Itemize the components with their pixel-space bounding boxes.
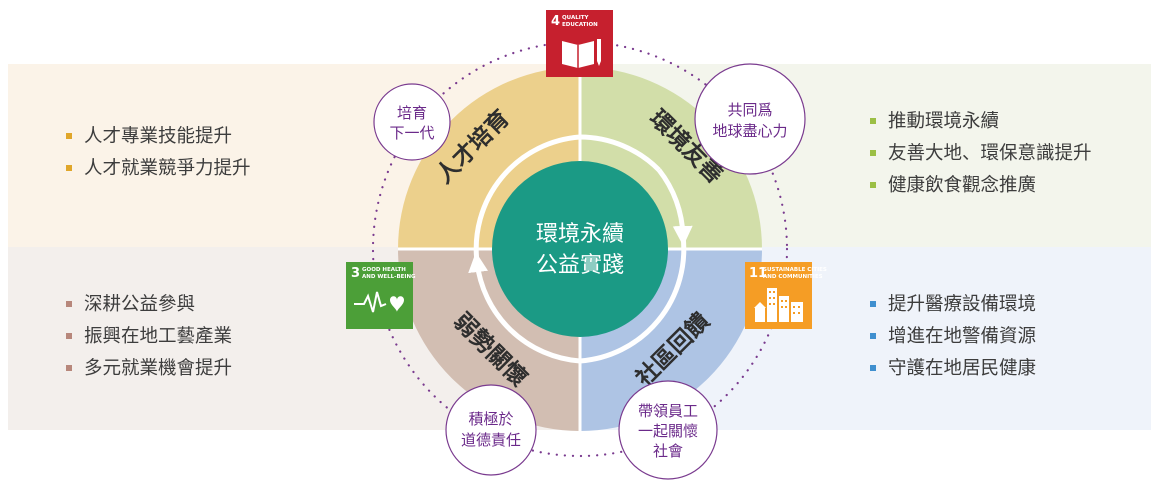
list-item: 提升醫療設備環境 [870, 289, 1036, 321]
svg-text:EDUCATION: EDUCATION [562, 22, 598, 28]
svg-text:社會: 社會 [653, 442, 683, 460]
environment-list: 推動環境永續 友善大地、環保意識提升 健康飲食觀念推廣 [870, 106, 1092, 202]
svg-text:SUSTAINABLE CITIES: SUSTAINABLE CITIES [763, 267, 827, 273]
talent-list: 人才專業技能提升 人才就業競爭力提升 [66, 121, 251, 185]
cycle-ring-top-right [579, 134, 661, 172]
bullet-icon [66, 333, 72, 339]
svg-text:GOOD HEALTH: GOOD HEALTH [362, 267, 406, 273]
center-line-2: 公益實踐 [536, 253, 624, 278]
bullet-icon [870, 301, 876, 307]
bullet-icon [870, 333, 876, 339]
svg-text:道德責任: 道德責任 [461, 431, 521, 449]
svg-text:培育: 培育 [397, 104, 427, 122]
list-item: 振興在地工藝產業 [66, 321, 232, 353]
svg-text:下一代: 下一代 [389, 124, 434, 142]
svg-text:4: 4 [551, 14, 560, 29]
bullet-icon [870, 182, 876, 188]
bullet-icon [870, 118, 876, 124]
svg-text:3: 3 [351, 266, 360, 281]
svg-text:AND COMMUNITIES: AND COMMUNITIES [763, 274, 823, 280]
list-item: 人才就業競爭力提升 [66, 153, 251, 185]
svg-text:QUALITY: QUALITY [562, 15, 590, 21]
svg-text:地球盡心力: 地球盡心力 [712, 122, 787, 140]
list-item: 推動環境永續 [870, 106, 1092, 138]
svg-text:11: 11 [749, 266, 767, 281]
center-circle [492, 161, 668, 337]
city-buildings-icon [754, 288, 803, 322]
list-item: 多元就業機會提升 [66, 353, 232, 385]
bullet-icon [66, 133, 72, 139]
bubble-earth-effort: 共同爲 地球盡心力 [694, 63, 806, 175]
outer-dotted-ring [371, 40, 789, 458]
sdg-sustainable-cities-badge: 11 SUSTAINABLE CITIES AND COMMUNITIES [745, 262, 827, 329]
heartbeat-icon [354, 291, 404, 313]
svg-text:積極於: 積極於 [468, 410, 513, 428]
cycle-arrow-left [468, 235, 687, 364]
sdg-quality-education-badge: 4 QUALITY EDUCATION [546, 10, 613, 77]
svg-text:帶領員工: 帶領員工 [638, 402, 698, 420]
book-pencil-icon [562, 39, 601, 68]
svg-text:共同爲: 共同爲 [727, 101, 772, 119]
svg-text:AND WELL-BEING: AND WELL-BEING [362, 274, 416, 280]
sdg-good-health-badge: 3 GOOD HEALTH AND WELL-BEING [346, 262, 416, 329]
list-item: 守護在地居民健康 [870, 353, 1036, 385]
svg-text:一起關懷: 一起關懷 [638, 422, 698, 440]
bullet-icon [870, 365, 876, 371]
sdg-badge-background [346, 262, 413, 329]
bubble-moral-responsibility: 積極於 道德責任 [445, 384, 537, 476]
bubble-nurture-next-generation: 培育 下一代 [373, 83, 451, 161]
list-item: 友善大地、環保意識提升 [870, 138, 1092, 170]
bullet-icon [66, 365, 72, 371]
list-item: 健康飲食觀念推廣 [870, 170, 1092, 202]
cycle-ring-top-left [473, 134, 581, 263]
cycle-arrow-right [657, 168, 693, 246]
center-line-1: 環境永續 [536, 222, 624, 247]
list-item: 深耕公益參與 [66, 289, 232, 321]
list-item: 增進在地警備資源 [870, 321, 1036, 353]
list-item: 人才專業技能提升 [66, 121, 251, 153]
care-list: 深耕公益參與 振興在地工藝產業 多元就業機會提升 [66, 289, 232, 385]
bullet-icon [870, 150, 876, 156]
community-list: 提升醫療設備環境 增進在地警備資源 守護在地居民健康 [870, 289, 1036, 385]
bubble-employee-care: 帶領員工 一起關懷 社會 [618, 380, 718, 480]
bullet-icon [66, 165, 72, 171]
bullet-icon [66, 301, 72, 307]
